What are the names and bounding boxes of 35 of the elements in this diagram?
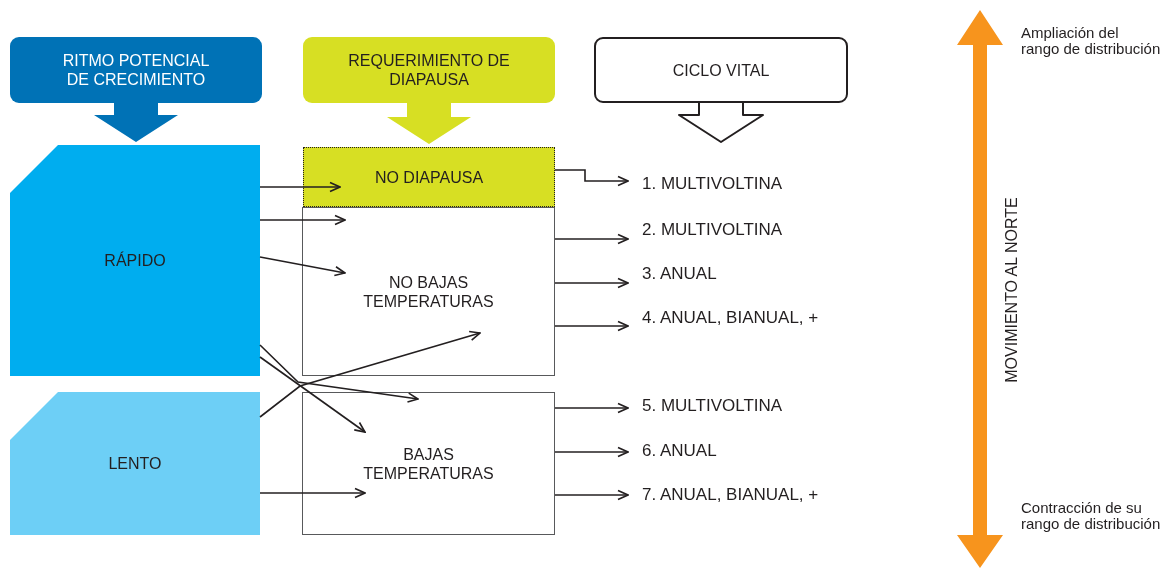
arrow: [259, 214, 346, 226]
block-arrow: [387, 103, 471, 144]
category-box: NO BAJAS TEMPERATURAS: [302, 207, 555, 376]
cycle-label: 1. MULTIVOLTINA: [642, 170, 783, 196]
arrow: [554, 320, 629, 332]
panel-label: RÁPIDO: [104, 251, 166, 270]
cycle-label: 5. MULTIVOLTINA: [642, 392, 783, 418]
arrow: [554, 277, 629, 289]
arrow: [259, 181, 341, 193]
arrow: [554, 402, 629, 414]
cycle-label: 4. ANUAL, BIANUAL, +: [642, 304, 819, 330]
arrow: [554, 233, 629, 245]
category-band: NO DIAPAUSA: [303, 147, 555, 207]
cycle-label: 3. ANUAL: [642, 260, 717, 286]
cycle-label: 7. ANUAL, BIANUAL, +: [642, 481, 819, 507]
arrow: [259, 256, 346, 277]
range-note: Contracción de su rango de distribución: [1021, 500, 1161, 532]
arrow: [554, 169, 629, 187]
category-box: BAJAS TEMPERATURAS: [302, 392, 555, 535]
arrow: [554, 489, 629, 501]
header-box: REQUERIMIENTO DE DIAPAUSA: [303, 37, 555, 103]
arrow: [259, 487, 366, 499]
arrow: [259, 330, 481, 418]
block-arrow: [94, 103, 178, 142]
header-box: RITMO POTENCIAL DE CRECIMIENTO: [10, 37, 262, 103]
range-note: Ampliación del rango de distribución: [1021, 25, 1161, 57]
cycle-label: 2. MULTIVOLTINA: [642, 216, 783, 242]
arrow: [554, 446, 629, 458]
arrow: [259, 344, 419, 403]
panel-label: LENTO: [108, 454, 162, 473]
header-box: CICLO VITAL: [594, 37, 848, 103]
axis-label: MOVIMIENTO AL NORTE: [1004, 197, 1020, 383]
cycle-label: 6. ANUAL: [642, 437, 717, 463]
block-arrow: [678, 101, 764, 143]
arrow: [259, 356, 366, 433]
